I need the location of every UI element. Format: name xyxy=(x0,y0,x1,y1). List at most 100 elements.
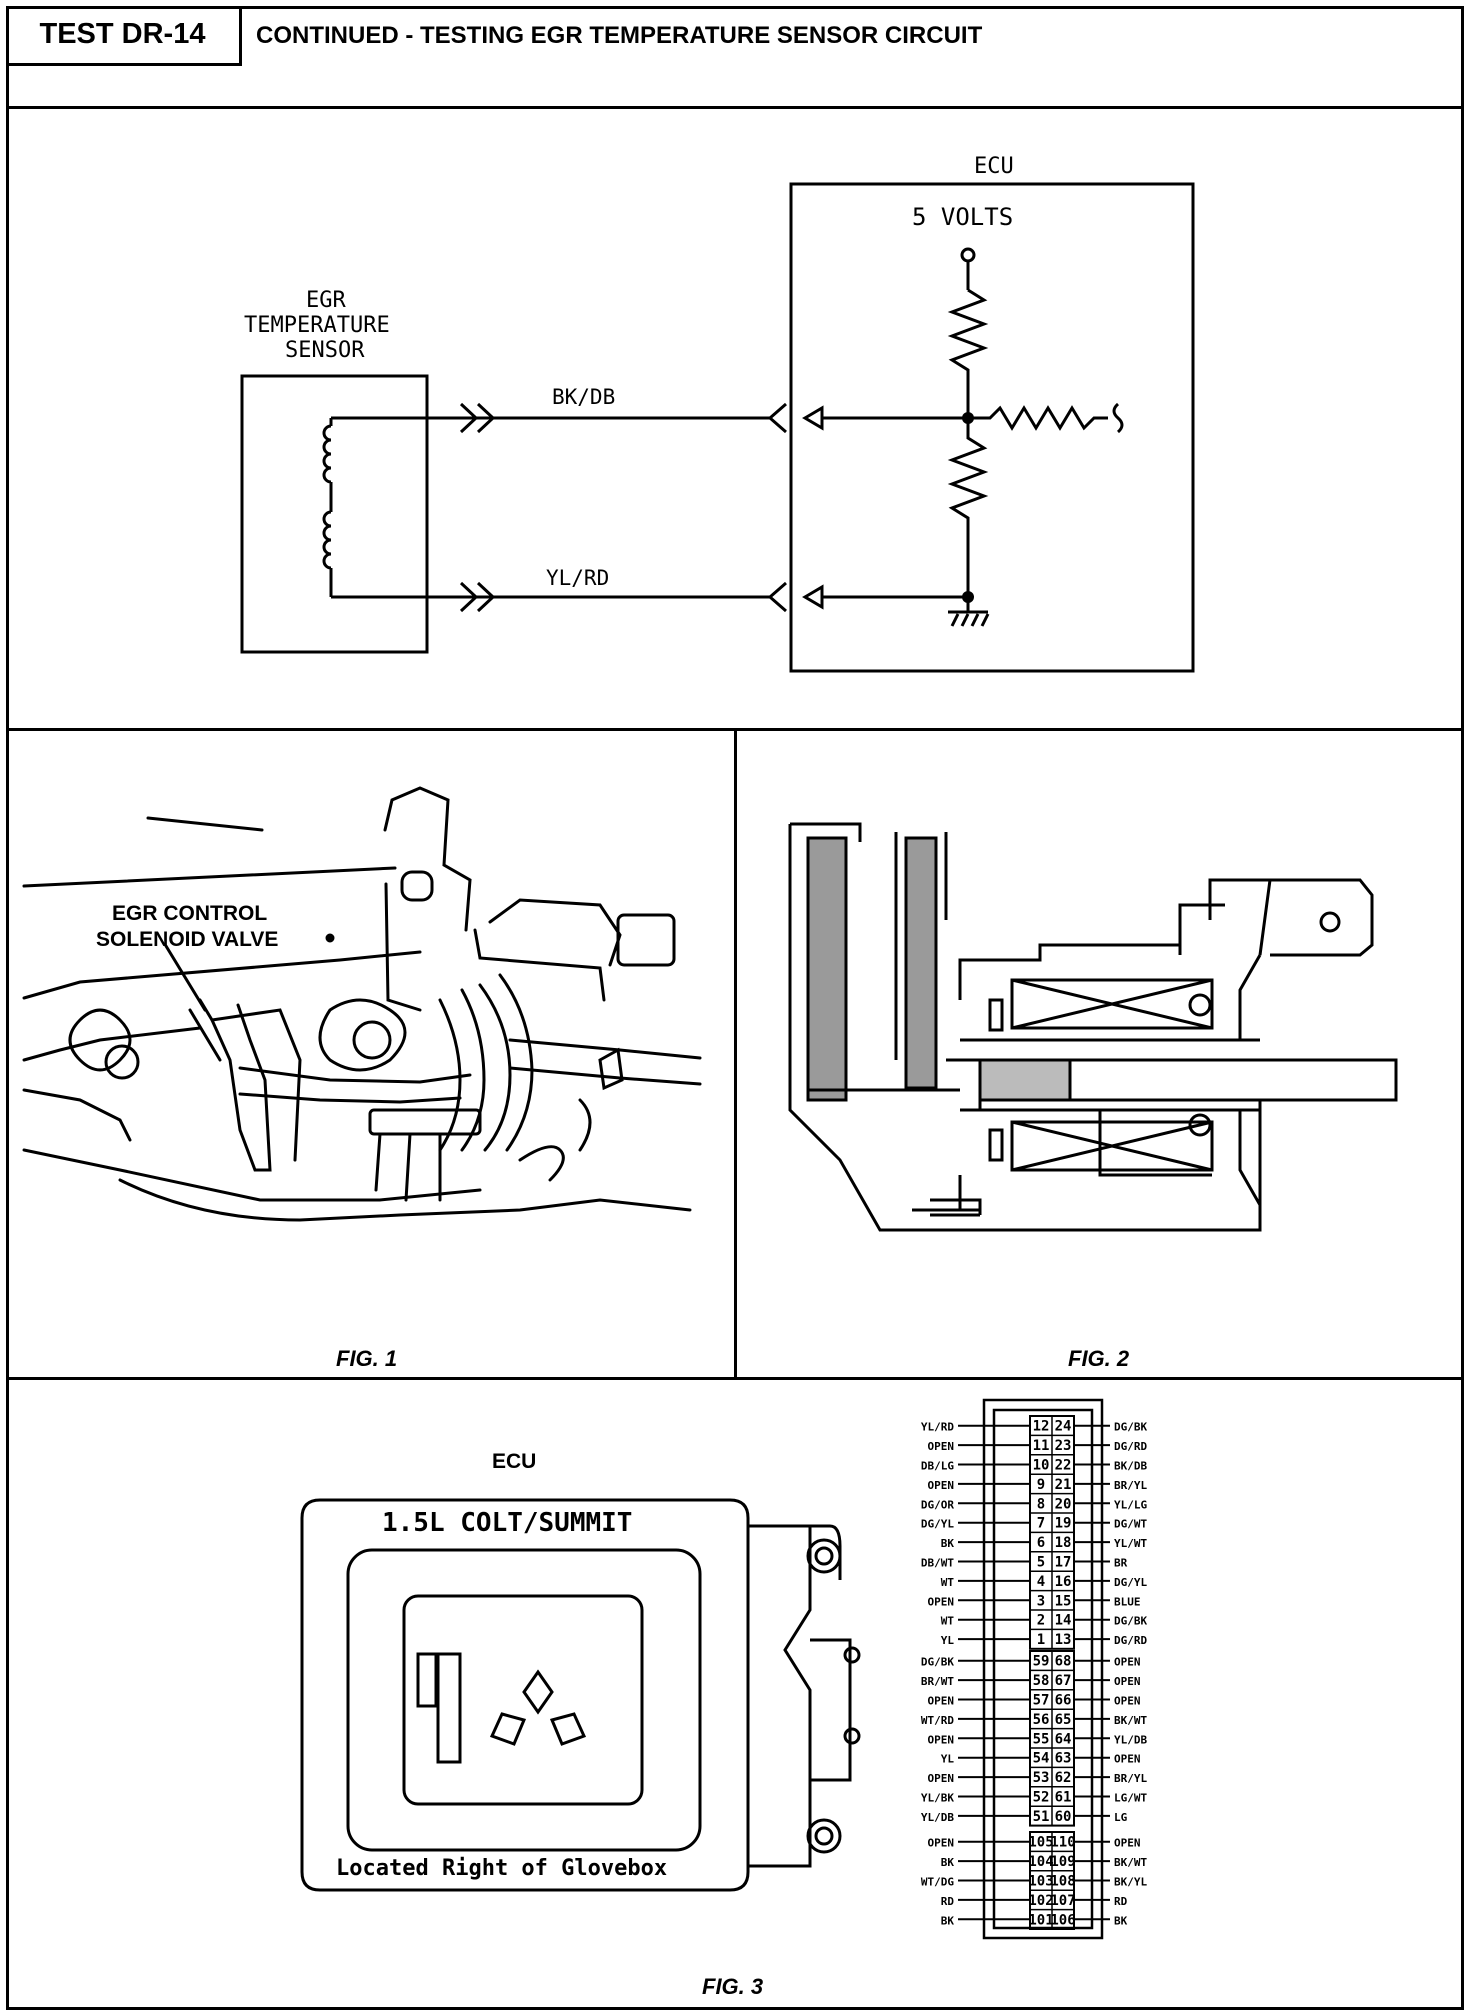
pin-wire-color-right: OPEN xyxy=(1114,1753,1141,1766)
fig1-caption: FIG. 1 xyxy=(336,1346,398,1371)
pin-number: 5 xyxy=(1037,1555,1045,1571)
pin-wire-color-left: BK xyxy=(941,1856,955,1869)
test-id-box: TEST DR-14 xyxy=(6,6,242,66)
pin-wire-color-right: OPEN xyxy=(1114,1675,1141,1688)
pin-wire-color-left: BR/WT xyxy=(921,1675,954,1688)
pin-number: 22 xyxy=(1055,1458,1072,1474)
pin-wire-color-left: YL/DB xyxy=(921,1811,954,1824)
pin-wire-color-left: RD xyxy=(941,1895,955,1908)
pin-number: 24 xyxy=(1055,1419,1072,1435)
pin-number: 104 xyxy=(1028,1854,1053,1870)
pin-number: 103 xyxy=(1028,1874,1053,1890)
pin-number: 4 xyxy=(1037,1574,1045,1590)
pin-wire-color-right: BK/YL xyxy=(1114,1876,1147,1889)
pin-number: 105 xyxy=(1028,1835,1053,1851)
pin-wire-color-right: RD xyxy=(1114,1895,1128,1908)
pin-wire-color-left: DB/WT xyxy=(921,1557,954,1570)
pin-wire-color-right: BK/WT xyxy=(1114,1856,1147,1869)
pin-number: 63 xyxy=(1055,1751,1072,1767)
pin-wire-color-left: OPEN xyxy=(928,1837,955,1850)
pin-wire-color-left: OPEN xyxy=(928,1595,955,1608)
pin-number: 15 xyxy=(1055,1593,1072,1609)
sensor-label-sensor: SENSOR xyxy=(285,338,365,363)
pin-wire-color-right: LG xyxy=(1114,1811,1128,1824)
page-frame xyxy=(6,6,1464,2010)
pin-number: 66 xyxy=(1055,1693,1072,1709)
sensor-box xyxy=(240,374,429,654)
pin-number: 54 xyxy=(1033,1751,1050,1767)
pin-number: 60 xyxy=(1055,1809,1072,1825)
divider-schematic xyxy=(6,728,1464,731)
pin-wire-color-right: OPEN xyxy=(1114,1656,1141,1669)
ecu-location-label: Located Right of Glovebox xyxy=(336,1856,668,1881)
ecu-label: ECU xyxy=(974,154,1014,179)
pin-wire-color-right: DG/RD xyxy=(1114,1634,1147,1647)
pin-number: 59 xyxy=(1033,1654,1050,1670)
pin-number: 14 xyxy=(1055,1613,1072,1629)
pin-wire-color-right: DG/WT xyxy=(1114,1518,1147,1531)
pin-number: 65 xyxy=(1055,1712,1072,1728)
pin-wire-color-left: OPEN xyxy=(928,1695,955,1708)
pin-number: 13 xyxy=(1055,1632,1072,1648)
pin-number: 21 xyxy=(1055,1477,1072,1493)
pin-number: 61 xyxy=(1055,1790,1072,1806)
pulldown-resistor xyxy=(947,418,989,597)
pin-wire-color-left: BK xyxy=(941,1537,955,1550)
wire-label-yl-rd: YL/RD xyxy=(546,566,610,590)
pin-number: 51 xyxy=(1033,1809,1050,1825)
pin-number: 110 xyxy=(1050,1835,1075,1851)
fig3-caption: FIG. 3 xyxy=(702,1974,764,1999)
pin-wire-color-right: YL/DB xyxy=(1114,1733,1147,1746)
wire-label-bk-db: BK/DB xyxy=(552,385,616,409)
divider-figures xyxy=(6,1377,1464,1380)
pin-number: 64 xyxy=(1055,1731,1072,1747)
pin-number: 109 xyxy=(1050,1854,1075,1870)
pin-wire-color-right: BR xyxy=(1114,1557,1128,1570)
egr-sensor-schematic xyxy=(240,182,1195,673)
pin-wire-color-left: DG/OR xyxy=(921,1498,954,1511)
pin-number: 17 xyxy=(1055,1555,1072,1571)
pin-number: 20 xyxy=(1055,1496,1072,1512)
pin-wire-color-left: BK xyxy=(941,1914,955,1927)
pin-wire-color-right: OPEN xyxy=(1114,1695,1141,1708)
pin-number: 3 xyxy=(1037,1593,1045,1609)
signal-resistor xyxy=(968,405,1108,431)
divider-header xyxy=(6,106,1464,109)
pin-wire-color-right: YL/LG xyxy=(1114,1498,1147,1511)
pin-number: 53 xyxy=(1033,1770,1050,1786)
pin-wire-color-left: DG/YL xyxy=(921,1518,954,1531)
pin-wire-color-left: OPEN xyxy=(928,1772,955,1785)
pin-wire-color-right: DG/RD xyxy=(1114,1440,1147,1453)
fig1-engine-bay-drawing xyxy=(22,786,702,1222)
pin-number: 106 xyxy=(1050,1912,1075,1928)
pin-wire-color-left: YL xyxy=(941,1634,955,1647)
pin-number: 10 xyxy=(1033,1458,1050,1474)
pin-wire-color-left: DG/BK xyxy=(921,1656,954,1669)
pin-number: 62 xyxy=(1055,1770,1072,1786)
pin-wire-color-left: OPEN xyxy=(928,1440,955,1453)
pin-number: 11 xyxy=(1033,1438,1050,1454)
pin-number: 56 xyxy=(1033,1712,1050,1728)
pin-number: 23 xyxy=(1055,1438,1072,1454)
pin-wire-color-left: YL/BK xyxy=(921,1792,954,1805)
pin-wire-color-right: BR/YL xyxy=(1114,1772,1147,1785)
pin-wire-color-right: LG/WT xyxy=(1114,1792,1147,1805)
page-title: CONTINUED - TESTING EGR TEMPERATURE SENS… xyxy=(256,22,983,49)
pin-number: 68 xyxy=(1055,1654,1072,1670)
pin-number: 1 xyxy=(1037,1632,1045,1648)
pin-wire-color-left: YL/RD xyxy=(921,1421,954,1434)
pin-number: 58 xyxy=(1033,1673,1050,1689)
pin-number: 9 xyxy=(1037,1477,1045,1493)
pin-wire-color-left: WT xyxy=(941,1576,955,1589)
pin-wire-color-left: DB/LG xyxy=(921,1460,954,1473)
pin-number: 108 xyxy=(1050,1874,1075,1890)
ecu-box xyxy=(789,182,1195,673)
pin-number: 16 xyxy=(1055,1574,1072,1590)
pullup-resistor xyxy=(947,288,989,418)
pin-wire-color-left: OPEN xyxy=(928,1733,955,1746)
pin-wire-color-right: DG/YL xyxy=(1114,1576,1147,1589)
pin-wire-color-right: DG/BK xyxy=(1114,1421,1147,1434)
pin-number: 18 xyxy=(1055,1535,1072,1551)
